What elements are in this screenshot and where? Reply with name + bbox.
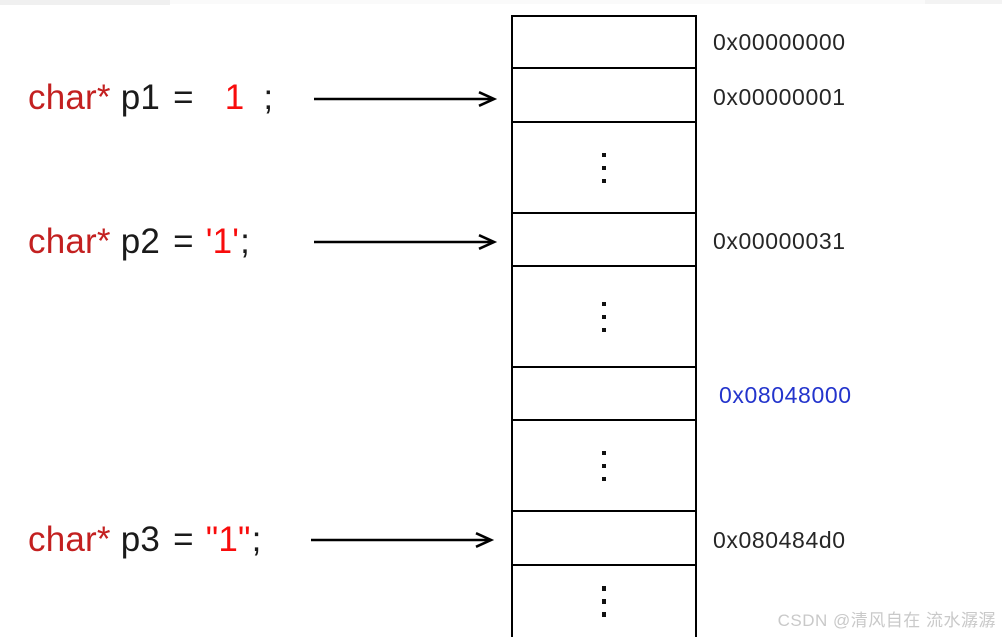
csdn-watermark: CSDN @清风自在 流水潺潺 — [777, 611, 996, 630]
memory-column — [511, 15, 697, 637]
crop-artifact-right — [925, 0, 1002, 4]
vertical-ellipsis-dots — [601, 450, 607, 456]
memory-ellipsis-row — [513, 267, 695, 369]
keyword-char-pointer: char* — [28, 520, 111, 559]
vertical-ellipsis-dots — [601, 152, 607, 158]
memory-cell-0x08048000 — [513, 368, 695, 422]
vertical-ellipsis-dots — [601, 586, 607, 591]
assignment-operator: = — [173, 222, 194, 261]
pointer-arrow-p2 — [314, 234, 498, 250]
crop-artifact-strip — [0, 0, 1002, 4]
address-label-highlighted: 0x08048000 — [719, 382, 852, 408]
assigned-value: 1 — [224, 78, 245, 117]
vertical-ellipsis-dots — [601, 301, 607, 307]
keyword-char-pointer: char* — [28, 222, 111, 261]
memory-cell-0x00000000 — [513, 17, 695, 70]
crop-artifact-left — [0, 0, 170, 5]
semicolon: ; — [251, 520, 262, 559]
memory-cell-0x00000031 — [513, 214, 695, 268]
assignment-operator: = — [173, 78, 194, 117]
memory-cell-0x080484d0 — [513, 512, 695, 567]
code-line-p1: char*p1 = 1; — [28, 78, 273, 118]
address-label: 0x00000001 — [713, 84, 846, 110]
memory-ellipsis-row — [513, 566, 695, 637]
variable-name: p1 — [120, 78, 161, 117]
variable-name: p2 — [120, 222, 161, 261]
semicolon: ; — [240, 222, 251, 261]
variable-name: p3 — [120, 520, 161, 559]
pointer-arrow-p3 — [311, 532, 495, 548]
address-label: 0x080484d0 — [713, 527, 846, 553]
address-label: 0x00000031 — [713, 228, 846, 254]
assigned-value: '1' — [205, 222, 240, 261]
assignment-operator: = — [173, 520, 194, 559]
memory-ellipsis-row — [513, 421, 695, 513]
pointer-arrow-p1 — [314, 91, 498, 107]
code-line-p3: char*p3 = "1"; — [28, 520, 262, 560]
keyword-char-pointer: char* — [28, 78, 111, 117]
memory-cell-0x00000001 — [513, 69, 695, 124]
semicolon: ; — [263, 78, 274, 117]
address-label: 0x00000000 — [713, 29, 846, 55]
memory-ellipsis-row — [513, 123, 695, 215]
assigned-value: "1" — [205, 520, 251, 559]
code-line-p2: char*p2 = '1'; — [28, 222, 250, 262]
